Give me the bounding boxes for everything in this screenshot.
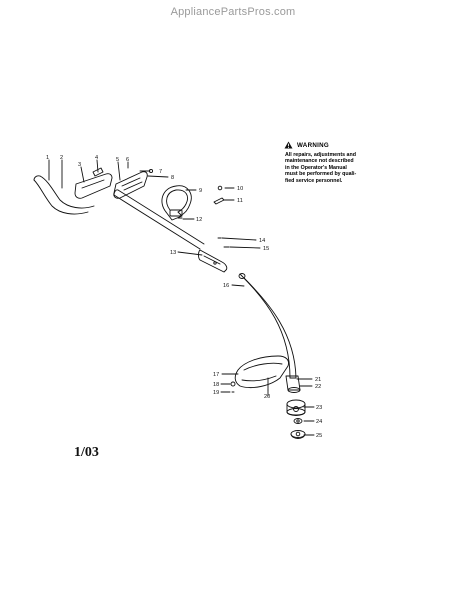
callout-14: 14 bbox=[259, 238, 265, 244]
leader-line bbox=[147, 175, 169, 178]
callout-23: 23 bbox=[316, 405, 322, 411]
gear-head-part bbox=[285, 375, 301, 393]
callout-15: 15 bbox=[263, 246, 269, 252]
warning-line: All repairs, adjustments and bbox=[285, 152, 356, 158]
assist-handle-part bbox=[161, 185, 192, 221]
warning-text: All repairs, adjustments and maintenance… bbox=[285, 152, 380, 184]
callout-7: 7 bbox=[159, 169, 162, 175]
bump-knob-part bbox=[290, 430, 306, 439]
callout-10: 10 bbox=[237, 186, 243, 192]
warning-notice: WARNING All repairs, adjustments and mai… bbox=[284, 141, 380, 184]
callout-12: 12 bbox=[196, 217, 202, 223]
callout-25: 25 bbox=[316, 433, 322, 439]
shield-screw-part bbox=[230, 381, 269, 397]
callout-1: 1 bbox=[46, 155, 49, 161]
callout-13: 13 bbox=[170, 250, 176, 256]
screw-part bbox=[148, 168, 154, 174]
callout-24: 24 bbox=[316, 419, 322, 425]
site-watermark: AppliancePartsPros.com bbox=[170, 6, 296, 18]
revision-date: 1/03 bbox=[74, 445, 99, 460]
leader-line bbox=[231, 284, 245, 287]
deflector-shield-part bbox=[234, 355, 289, 389]
leader-line bbox=[80, 166, 85, 183]
callout-8: 8 bbox=[171, 175, 174, 181]
warning-line: must be performed by quali- bbox=[285, 171, 357, 178]
callout-9: 9 bbox=[199, 188, 202, 194]
callout-6: 6 bbox=[126, 157, 129, 163]
callout-17: 17 bbox=[213, 372, 219, 378]
handle-switch-part bbox=[113, 171, 148, 199]
callout-16: 16 bbox=[223, 283, 229, 289]
warning-triangle-icon bbox=[284, 141, 293, 149]
warning-line: maintenance not described bbox=[285, 158, 354, 165]
coupler-pin-part bbox=[217, 237, 230, 248]
trigger-part bbox=[92, 167, 104, 177]
spool-housing-part bbox=[286, 399, 306, 416]
leader-line bbox=[117, 161, 121, 181]
leader-line bbox=[177, 251, 203, 256]
engine-housing-part bbox=[33, 175, 95, 215]
callout-4: 4 bbox=[95, 155, 98, 161]
spool-part bbox=[293, 418, 303, 424]
handle-bolt-part bbox=[213, 185, 225, 205]
callout-22: 22 bbox=[315, 384, 321, 390]
callout-3: 3 bbox=[78, 162, 81, 168]
warning-title: WARNING bbox=[297, 141, 330, 149]
callout-18: 18 bbox=[213, 382, 219, 388]
callout-19: 19 bbox=[213, 390, 219, 396]
callout-11: 11 bbox=[237, 198, 243, 204]
handle-half-part bbox=[74, 173, 113, 199]
callout-21: 21 bbox=[315, 377, 321, 383]
callout-2: 2 bbox=[60, 155, 63, 161]
upper-shaft-part bbox=[113, 189, 205, 250]
leader-line bbox=[221, 237, 257, 241]
warning-line: fied service personnel. bbox=[285, 177, 343, 184]
callout-20: 20 bbox=[264, 394, 270, 400]
shaft-coupler-part bbox=[198, 249, 228, 273]
warning-line: in the Operator's Manual bbox=[285, 164, 347, 171]
leader-line bbox=[229, 246, 261, 249]
lower-shaft-part bbox=[238, 273, 297, 379]
callout-5: 5 bbox=[116, 157, 119, 163]
